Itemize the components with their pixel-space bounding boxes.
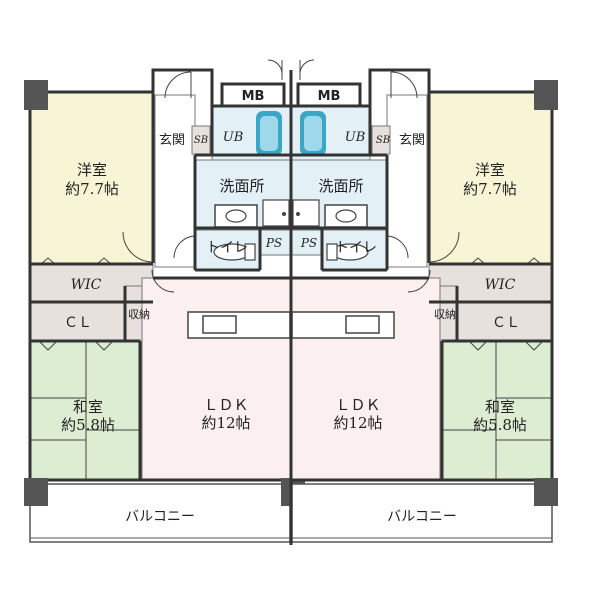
western-room-right — [428, 91, 553, 264]
walls-right — [292, 68, 554, 482]
bathtub-inner-right — [304, 116, 322, 151]
cl-right — [456, 302, 553, 341]
washroom-label-left: 洗面所 — [219, 177, 264, 195]
japanese-room-name-left: 和室 — [73, 398, 103, 416]
toilet-label-right: トイレ — [335, 240, 377, 256]
balcony-label-left: バルコニー — [125, 509, 195, 525]
wic-label-left: WIC — [71, 277, 102, 293]
toilet-label-left: トイレ — [206, 240, 248, 256]
japanese-room-size-left: 約5.8帖 — [61, 416, 115, 434]
pillar-left-top — [24, 80, 48, 110]
pillar-right-top — [534, 80, 558, 110]
western-room-left — [29, 91, 154, 264]
entrance-label-left: 玄関 — [159, 133, 185, 148]
ub-label-right: UB — [345, 130, 366, 145]
ldk-right — [291, 277, 441, 481]
japanese-room-name-right: 和室 — [485, 398, 515, 416]
japanese-room-size-right: 約5.8帖 — [473, 416, 527, 434]
ldk-size-left: 約12帖 — [201, 414, 250, 432]
cl-label-right: ＣＬ — [492, 315, 520, 331]
cl-label-left: ＣＬ — [64, 315, 92, 331]
sb-label-right: SB — [376, 135, 390, 146]
sb-label-left: SB — [194, 135, 208, 146]
kitchen-sink-right — [345, 315, 380, 334]
toilet-tank-right — [326, 243, 338, 261]
western-room-size-right: 約7.7帖 — [463, 180, 517, 198]
tatami-lines-right — [442, 342, 552, 480]
entrance-label-right: 玄関 — [399, 133, 425, 148]
washer-dot-left — [282, 212, 286, 216]
western-room-name-right: 洋室 — [475, 161, 505, 179]
ps-label-left: PS — [265, 236, 282, 250]
entrance-right — [386, 94, 428, 268]
labels-left: MB 玄関 SB UB 洗面所 トイレ PS 洋室 約7.7帖 WIC ＣＬ 収… — [61, 89, 282, 525]
western-room-size-left: 約7.7帖 — [65, 180, 119, 198]
toilet-tank-left — [244, 243, 256, 261]
japanese-room-left — [29, 341, 141, 481]
unit-left — [24, 59, 305, 543]
mb-label-right: MB — [318, 89, 341, 104]
sink-basin-left — [225, 209, 247, 223]
unit-right — [291, 59, 558, 543]
pillar-left-bottom — [24, 478, 48, 506]
ub-label-left: UB — [223, 130, 244, 145]
ldk-left — [141, 277, 291, 481]
mb-label-left: MB — [242, 89, 265, 104]
balcony-label-right: バルコニー — [387, 509, 457, 525]
washroom-label-right: 洗面所 — [318, 177, 363, 195]
bathtub-inner-left — [260, 116, 278, 151]
sink-basin-right — [335, 209, 357, 223]
wic-label-right: WIC — [485, 277, 516, 293]
entrance-left — [154, 94, 196, 268]
ldk-name-right: ＬＤＫ — [335, 396, 380, 414]
ps-right — [291, 229, 323, 256]
ldk-size-right: 約12帖 — [333, 414, 382, 432]
storage-label-left: 収納 — [128, 308, 150, 321]
storage-label-right: 収納 — [434, 308, 456, 321]
tatami-lines-left — [30, 342, 140, 480]
ldk-name-left: ＬＤＫ — [203, 396, 248, 414]
walls-left — [28, 68, 290, 482]
kitchen-sink-left — [202, 315, 237, 334]
labels-right: MB 玄関 SB UB 洗面所 トイレ PS 洋室 約7.7帖 WIC ＣＬ 収… — [300, 89, 527, 525]
pillar-right-bottom — [534, 478, 558, 506]
balcony-right — [291, 483, 553, 543]
western-room-name-left: 洋室 — [77, 161, 107, 179]
ps-label-right: PS — [300, 236, 317, 250]
washer-dot-right — [296, 212, 300, 216]
